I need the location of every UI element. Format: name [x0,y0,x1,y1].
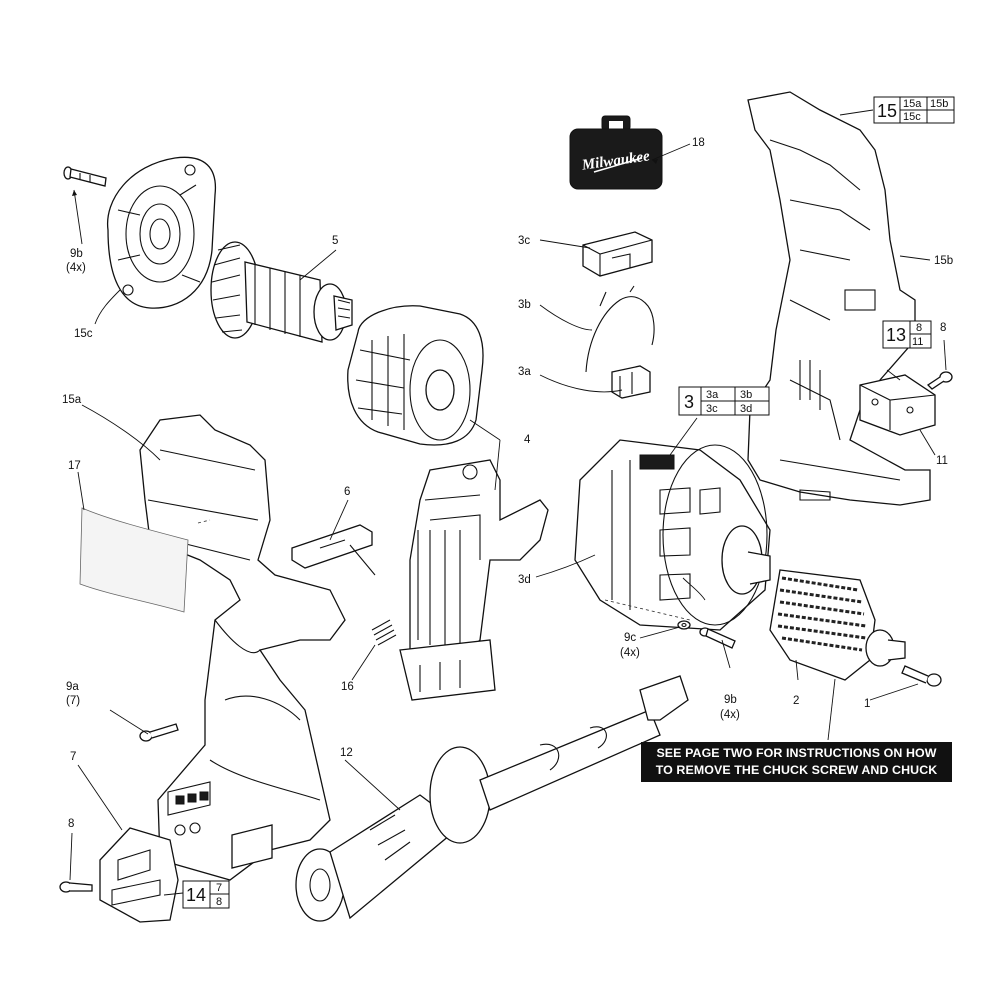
callout-12: 12 [340,747,353,759]
callout-9a: 9a [66,681,79,693]
side-handle-12 [295,675,689,922]
washer-9c [677,620,691,630]
callout-4x-top: (4x) [66,262,86,274]
callout-2: 2 [793,695,799,707]
callout-7: 7 [70,751,76,763]
chuck-removal-note: SEE PAGE TWO FOR INSTRUCTIONS ON HOW TO … [641,742,952,782]
svg-text:15a: 15a [903,98,922,110]
link-part-6 [291,524,376,576]
switch-cover-11 [859,374,936,436]
callout-18: 18 [692,137,705,149]
svg-text:11: 11 [912,336,923,348]
callout-labels: 18 9b (4x) 15c 5 3c 3b 3a 15b 8 11 15a 4… [62,137,953,830]
screw-9b-bottom [699,627,736,649]
callout-3c: 3c [518,235,530,247]
callout-16: 16 [341,681,354,693]
callout-1: 1 [864,698,870,710]
svg-text:3d: 3d [740,403,752,415]
housing-half-15a [139,414,346,881]
svg-text:3: 3 [684,392,694,412]
screw-1 [901,665,942,687]
callout-4: 4 [524,434,531,446]
leader-lines [69,109,947,896]
callout-3a: 3a [518,366,531,378]
svg-text:8: 8 [216,896,222,908]
transmission-3d [574,439,771,631]
callout-3d: 3d [518,574,531,586]
callout-8-left: 8 [68,818,74,830]
svg-text:7: 7 [216,882,222,894]
carrying-case: Milwaukee [569,115,663,190]
callout-5: 5 [332,235,338,247]
label-17 [79,507,189,613]
screw-8-right [926,371,953,390]
callout-9b-top: 9b [70,248,83,260]
screw-8-left [59,881,93,893]
chuck-2 [769,569,906,681]
note-line-2: TO REMOVE THE CHUCK SCREW AND CHUCK [655,763,938,777]
assembly-box-13: 13 8 11 [882,320,932,349]
svg-text:15b: 15b [930,98,948,110]
armature-5 [210,241,353,343]
callout-4x-bottom: (4x) [720,709,740,721]
svg-text:13: 13 [886,325,906,345]
callout-3b: 3b [518,299,531,311]
stator [347,305,484,446]
switch-part-3c [582,231,653,277]
callout-9b-bottom: 9b [724,694,737,706]
switch-contacts-3a [611,365,651,399]
electronics-4 [399,459,549,701]
assembly-box-3: 3 3a 3b 3c 3d [678,386,770,416]
callout-15a: 15a [62,394,82,406]
svg-text:3b: 3b [740,389,752,401]
svg-text:3a: 3a [706,389,719,401]
svg-text:3c: 3c [706,403,718,415]
belt-clip-7 [99,827,179,923]
callout-11: 11 [936,455,948,467]
callout-15b: 15b [934,255,953,267]
svg-text:8: 8 [916,322,922,334]
callout-15c: 15c [74,328,93,340]
callout-17: 17 [68,460,81,472]
svg-text:14: 14 [186,885,206,905]
housing-half-15b [747,91,931,506]
assembly-box-14: 14 7 8 [182,880,230,909]
note-line-1: SEE PAGE TWO FOR INSTRUCTIONS ON HOW [656,746,937,760]
assembly-box-15: 15 15a 15b 15c [873,96,955,124]
end-cap-15c [106,156,217,309]
callout-9c: 9c [624,632,636,644]
callout-6: 6 [344,486,350,498]
screw-9b-top [63,166,107,187]
callout-8-right: 8 [940,322,946,334]
callout-7-qty: (7) [66,695,80,707]
callout-4x-9c: (4x) [620,647,640,659]
screw-9a [139,723,179,742]
spring-16 [371,619,397,646]
svg-text:15c: 15c [903,111,921,123]
svg-text:15: 15 [877,101,897,121]
spring-clip-3b [585,285,655,373]
